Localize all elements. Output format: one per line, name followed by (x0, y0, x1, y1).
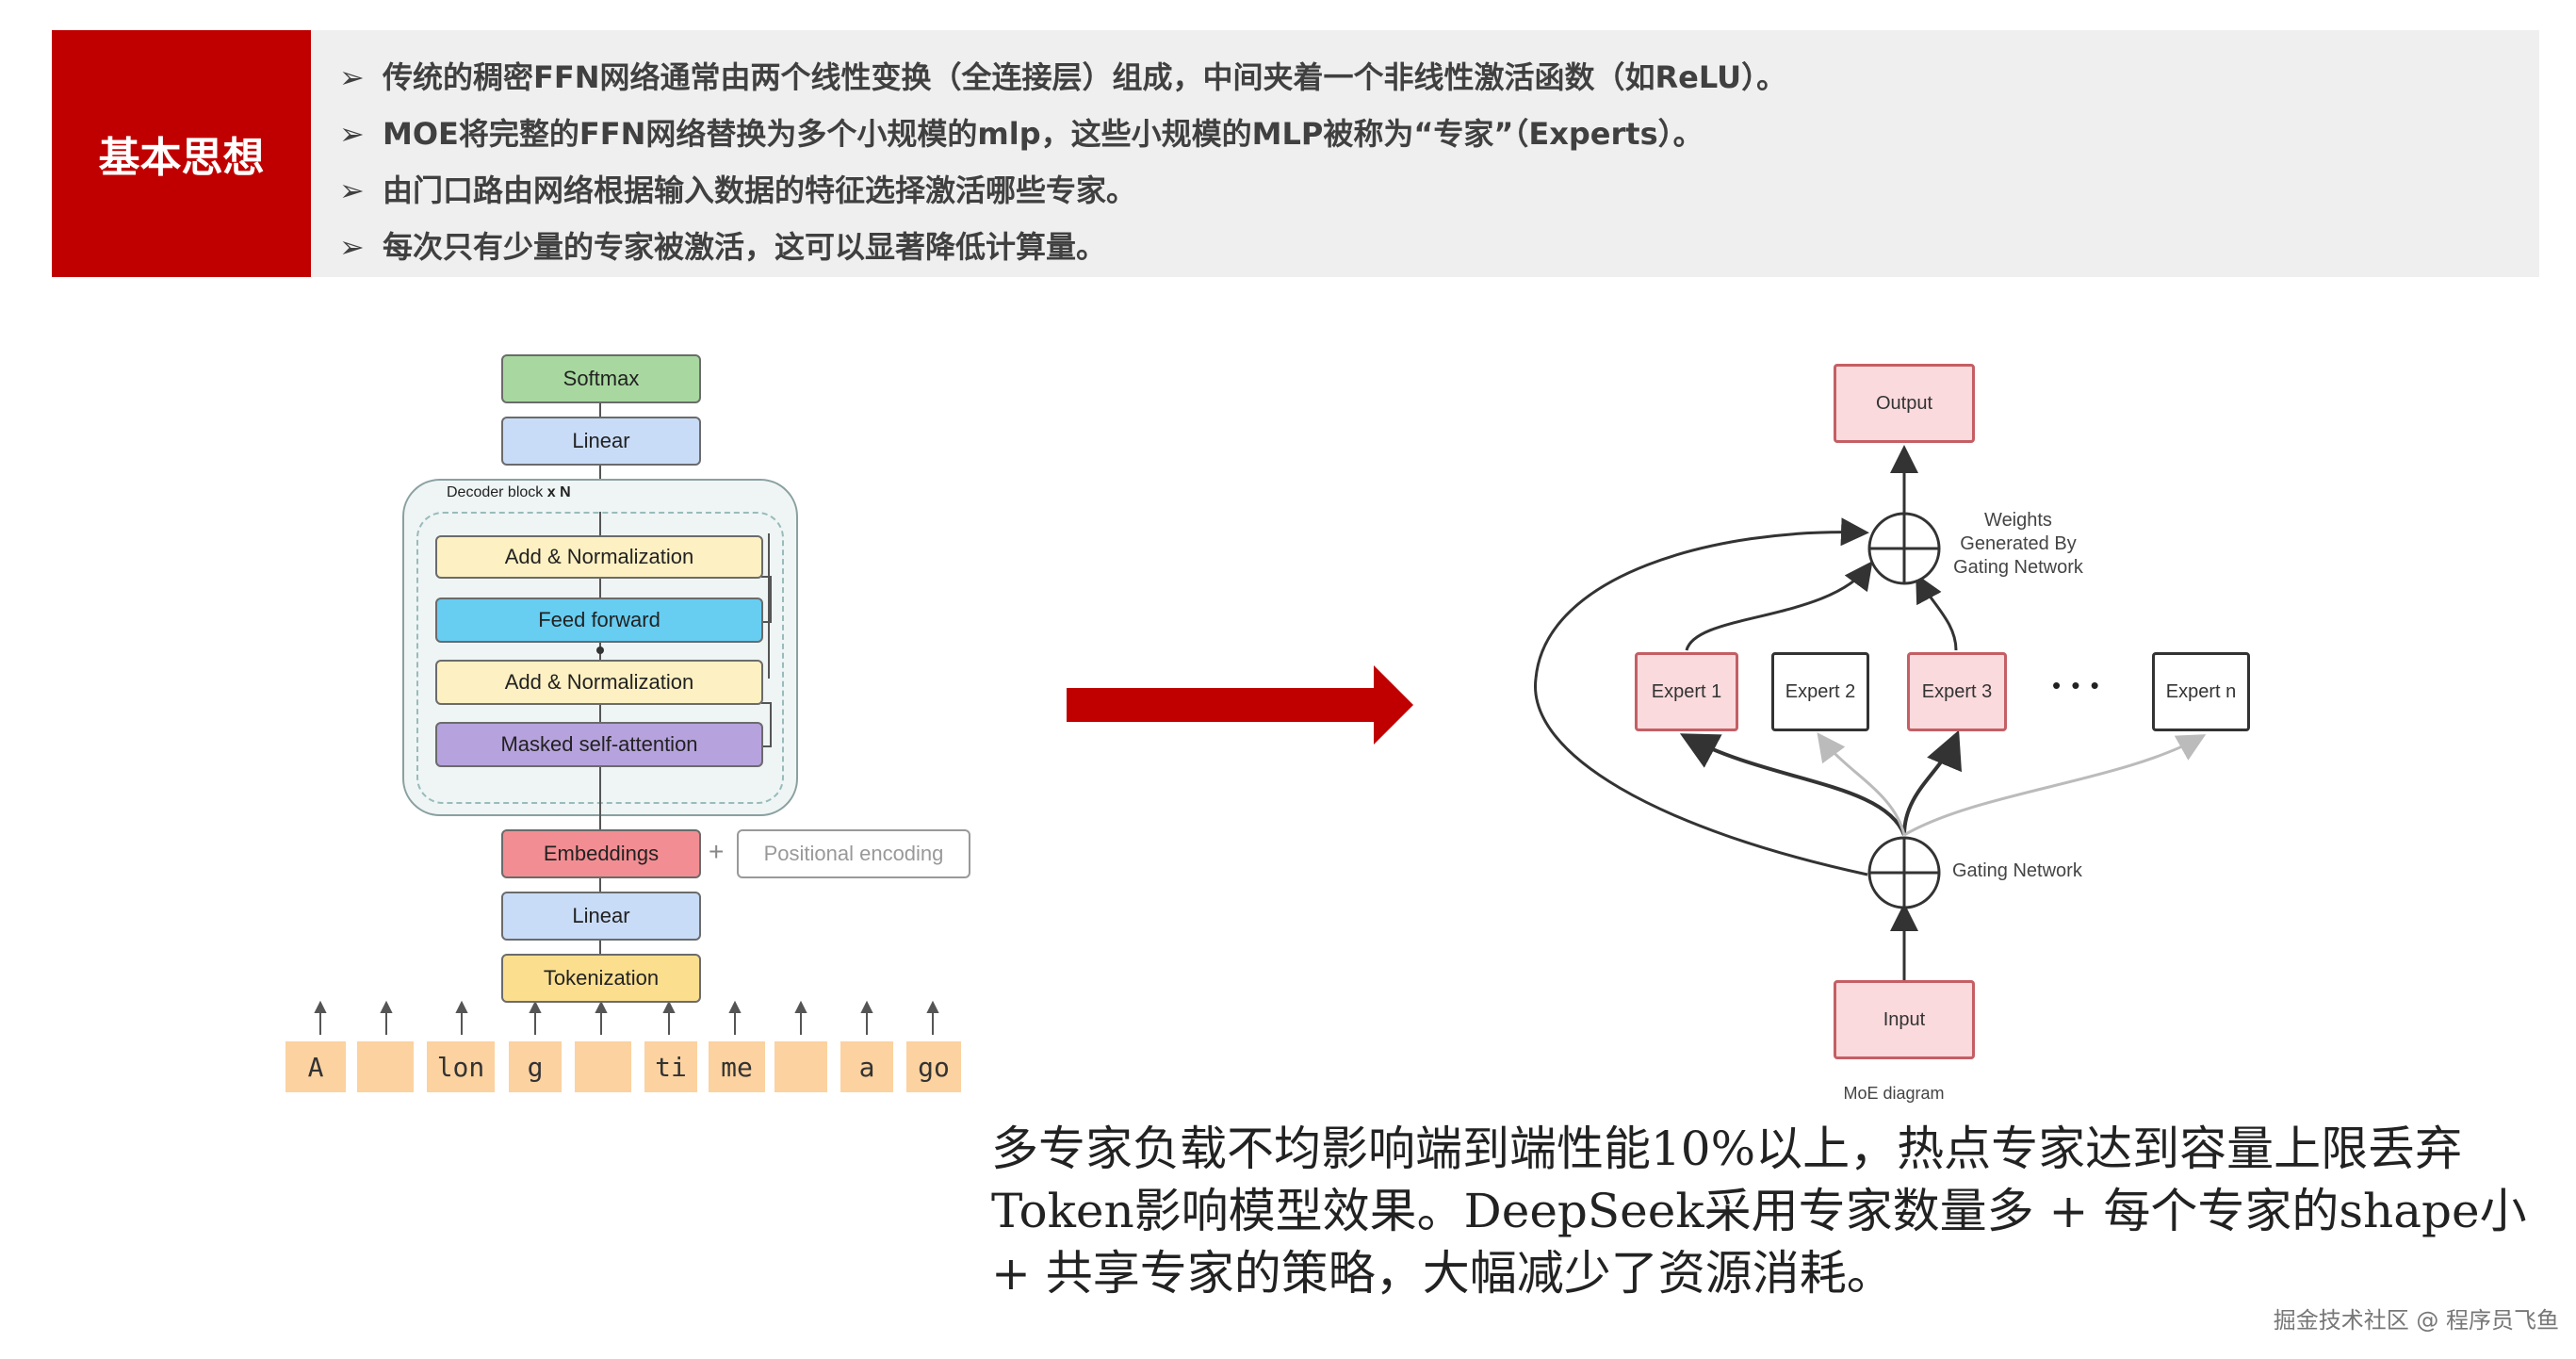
bullet-item: ➢ 由门口路由网络根据输入数据的特征选择激活哪些专家。 (339, 162, 1786, 219)
bullet-text: MOE将完整的FFN网络替换为多个小规模的mlp，这些小规模的MLP被称为“专家… (383, 116, 1704, 152)
feed-forward-block: Feed forward (435, 598, 763, 643)
weights-sum-icon (1867, 512, 1941, 585)
linear-bottom-block: Linear (501, 892, 701, 941)
token: a (840, 1041, 893, 1092)
token: ti (644, 1041, 697, 1092)
weights-label-line: Gating Network (1953, 557, 2083, 578)
gating-sum-icon (1867, 836, 1941, 909)
ellipsis: • • • (2052, 671, 2101, 699)
transition-arrow-icon (1067, 665, 1413, 745)
softmax-block: Softmax (501, 354, 701, 403)
expert-box: Expert n (2152, 652, 2250, 731)
token (357, 1041, 414, 1092)
moe-input-box: Input (1834, 980, 1975, 1059)
bullet-item: ➢ MOE将完整的FFN网络替换为多个小规模的mlp，这些小规模的MLP被称为“专… (339, 106, 1786, 162)
bullet-arrow-icon: ➢ (339, 116, 365, 152)
bullet-item: ➢ 传统的稠密FFN网络通常由两个线性变换（全连接层）组成，中间夹着一个非线性激活… (339, 49, 1786, 106)
add-norm-block-1: Add & Normalization (435, 535, 763, 579)
weights-label: Weights Generated By Gating Network (1952, 509, 2084, 580)
weights-label-line: Generated By (1960, 533, 2077, 554)
moe-output-box: Output (1834, 364, 1975, 443)
token (774, 1041, 827, 1092)
moe-caption: MoE diagram (1843, 1084, 1945, 1103)
token: A (285, 1041, 346, 1092)
token: lon (427, 1041, 495, 1092)
token: go (906, 1041, 961, 1092)
token (575, 1041, 631, 1092)
linear-top-block: Linear (501, 417, 701, 466)
token: g (509, 1041, 562, 1092)
token: me (709, 1041, 765, 1092)
gating-network-label: Gating Network (1952, 860, 2082, 881)
bullet-arrow-icon: ➢ (339, 59, 365, 95)
decoder-label-text: Decoder block (447, 484, 544, 500)
bullet-text: 传统的稠密FFN网络通常由两个线性变换（全连接层）组成，中间夹着一个非线性激活函… (383, 59, 1787, 95)
plus-sign: + (709, 837, 725, 866)
bullet-arrow-icon: ➢ (339, 172, 365, 208)
weights-label-line: Weights (1984, 510, 2052, 531)
expert-box: Expert 3 (1907, 652, 2007, 731)
bullet-text: 每次只有少量的专家被激活，这可以显著降低计算量。 (383, 229, 1107, 265)
decoder-repeat-count: x N (546, 484, 571, 500)
masked-self-attention-block: Masked self-attention (435, 722, 763, 767)
header-title: 基本思想 (52, 30, 311, 277)
header-panel (311, 30, 2539, 277)
positional-encoding-block: Positional encoding (737, 829, 970, 878)
bullet-item: ➢ 每次只有少量的专家被激活，这可以显著降低计算量。 (339, 219, 1786, 275)
embeddings-block: Embeddings (501, 829, 701, 878)
expert-box: Expert 1 (1635, 652, 1738, 731)
expert-box: Expert 2 (1771, 652, 1869, 731)
tokenization-block: Tokenization (501, 954, 701, 1003)
bullet-text: 由门口路由网络根据输入数据的特征选择激活哪些专家。 (383, 172, 1137, 208)
watermark: 掘金技术社区 @ 程序员飞鱼 (2273, 1307, 2559, 1334)
add-norm-block-2: Add & Normalization (435, 660, 763, 705)
summary-text: 多专家负载不均影响端到端性能10%以上，热点专家达到容量上限丢弃Token影响模… (991, 1122, 2527, 1301)
decoder-block-label: Decoder block x N (447, 484, 571, 501)
bullet-arrow-icon: ➢ (339, 229, 365, 265)
bullet-list: ➢ 传统的稠密FFN网络通常由两个线性变换（全连接层）组成，中间夹着一个非线性激活… (339, 49, 1786, 275)
